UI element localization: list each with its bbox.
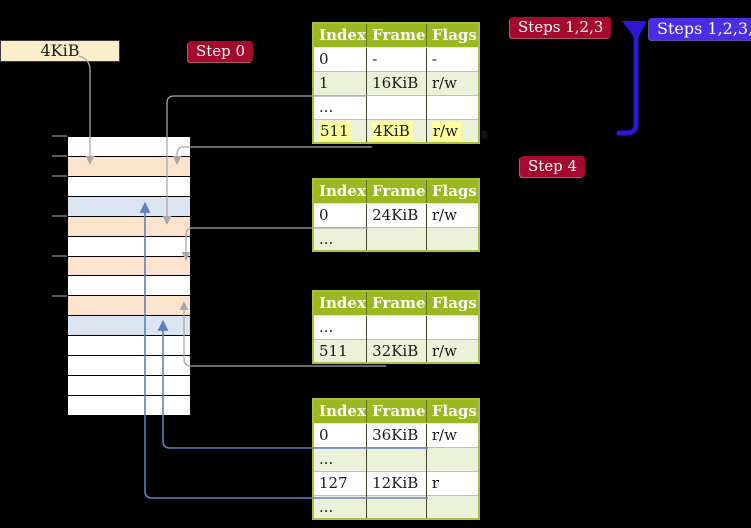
col-header-flags: Flags	[425, 291, 479, 316]
table-row: 0 - -	[313, 46, 479, 71]
table-row-recursive: 511 4KiB r/w	[313, 118, 479, 143]
cell-frame: 4KiB	[366, 118, 427, 143]
cell-frame	[366, 94, 427, 119]
cell-index: 0	[313, 202, 367, 227]
cell-flags: r/w	[425, 118, 479, 143]
cell-flags: r/w	[425, 202, 479, 227]
address-tick-marks	[52, 135, 67, 297]
cell-frame	[366, 314, 427, 339]
page-table-l3: Index Frame Flags 0 24KiB r/w ...	[312, 178, 480, 252]
col-header-flags: Flags	[425, 399, 479, 424]
table-row: ...	[313, 314, 479, 339]
mem-row	[68, 316, 190, 336]
badge-step-4: Step 4	[520, 156, 586, 177]
mem-row	[68, 296, 190, 316]
badge-steps-1234: Steps 1,2,3,4	[649, 18, 751, 40]
table-header-row: Index Frame Flags	[313, 23, 479, 48]
mem-row	[68, 395, 190, 415]
mem-row	[68, 276, 190, 296]
cell-frame	[366, 446, 427, 471]
page-table-l2: Index Frame Flags ... 511 32KiB r/w	[312, 290, 480, 364]
col-header-frame: Frame	[366, 179, 427, 204]
mem-row	[68, 236, 190, 256]
cell-flags: r/w	[425, 422, 479, 447]
cell-flags: r/w	[425, 338, 479, 363]
mem-row	[68, 137, 190, 156]
col-header-frame: Frame	[366, 291, 427, 316]
mem-row	[68, 196, 190, 216]
badge-steps-123: Steps 1,2,3	[510, 17, 612, 38]
mem-row	[68, 376, 190, 395]
mem-row	[68, 176, 190, 196]
cell-frame	[366, 226, 427, 251]
cell-flags: r	[425, 470, 479, 495]
table-header-row: Index Frame Flags	[313, 291, 479, 316]
cell-frame: 24KiB	[366, 202, 427, 227]
cell-index: ...	[313, 314, 367, 339]
cell-flags: -	[425, 46, 479, 71]
col-header-flags: Flags	[425, 179, 479, 204]
cell-flags	[425, 94, 479, 119]
page-table-l1: Index Frame Flags 0 36KiB r/w ... 127 12…	[312, 398, 480, 520]
highlighted-value: 4KiB	[372, 121, 413, 141]
col-header-index: Index	[313, 291, 367, 316]
col-header-index: Index	[313, 23, 367, 48]
cell-index: 511	[313, 338, 367, 363]
highlighted-value: 511	[319, 121, 352, 141]
mem-row	[68, 256, 190, 276]
col-header-frame: Frame	[366, 23, 427, 48]
table-row: 511 32KiB r/w	[313, 338, 479, 363]
cell-flags: r/w	[425, 70, 479, 95]
table-row: 0 36KiB r/w	[313, 422, 479, 447]
mem-row	[68, 156, 190, 176]
cell-index: ...	[313, 446, 367, 471]
cell-flags	[425, 446, 479, 471]
frame-size-label: 4KiB	[0, 40, 120, 62]
cell-index: ...	[313, 494, 367, 519]
cell-frame: 12KiB	[366, 470, 427, 495]
cell-index: 0	[313, 46, 367, 71]
mem-row	[68, 336, 190, 356]
recursive-loop-arrow	[616, 20, 647, 136]
col-header-flags: Flags	[425, 23, 479, 48]
cell-frame: -	[366, 46, 427, 71]
cell-index: 0	[313, 422, 367, 447]
table-row: ...	[313, 94, 479, 119]
cell-index: ...	[313, 94, 367, 119]
cell-index: ...	[313, 226, 367, 251]
table-header-row: Index Frame Flags	[313, 399, 479, 424]
table-row: 127 12KiB r	[313, 470, 479, 495]
recursive-entry-mark	[482, 131, 487, 139]
badge-step-0: Step 0	[188, 41, 254, 62]
table-row: 0 24KiB r/w	[313, 202, 479, 227]
mem-row	[68, 216, 190, 236]
cell-frame	[366, 494, 427, 519]
cell-frame: 16KiB	[366, 70, 427, 95]
cell-frame: 36KiB	[366, 422, 427, 447]
page-table-l4: Index Frame Flags 0 - - 1 16KiB r/w ... …	[312, 22, 480, 144]
cell-flags	[425, 226, 479, 251]
col-header-index: Index	[313, 179, 367, 204]
cell-frame: 32KiB	[366, 338, 427, 363]
cell-index: 511	[313, 118, 367, 143]
cell-index: 1	[313, 70, 367, 95]
table-row: 1 16KiB r/w	[313, 70, 479, 95]
table-row: ...	[313, 494, 479, 519]
cell-index: 127	[313, 470, 367, 495]
mem-row	[68, 356, 190, 376]
cell-flags	[425, 494, 479, 519]
connector-l4-entry511-arrow	[172, 146, 372, 165]
physical-memory-stack	[68, 136, 190, 416]
table-header-row: Index Frame Flags	[313, 179, 479, 204]
col-header-frame: Frame	[366, 399, 427, 424]
highlighted-value: r/w	[431, 121, 461, 141]
col-header-index: Index	[313, 399, 367, 424]
cell-flags	[425, 314, 479, 339]
table-row: ...	[313, 446, 479, 471]
table-row: ...	[313, 226, 479, 251]
